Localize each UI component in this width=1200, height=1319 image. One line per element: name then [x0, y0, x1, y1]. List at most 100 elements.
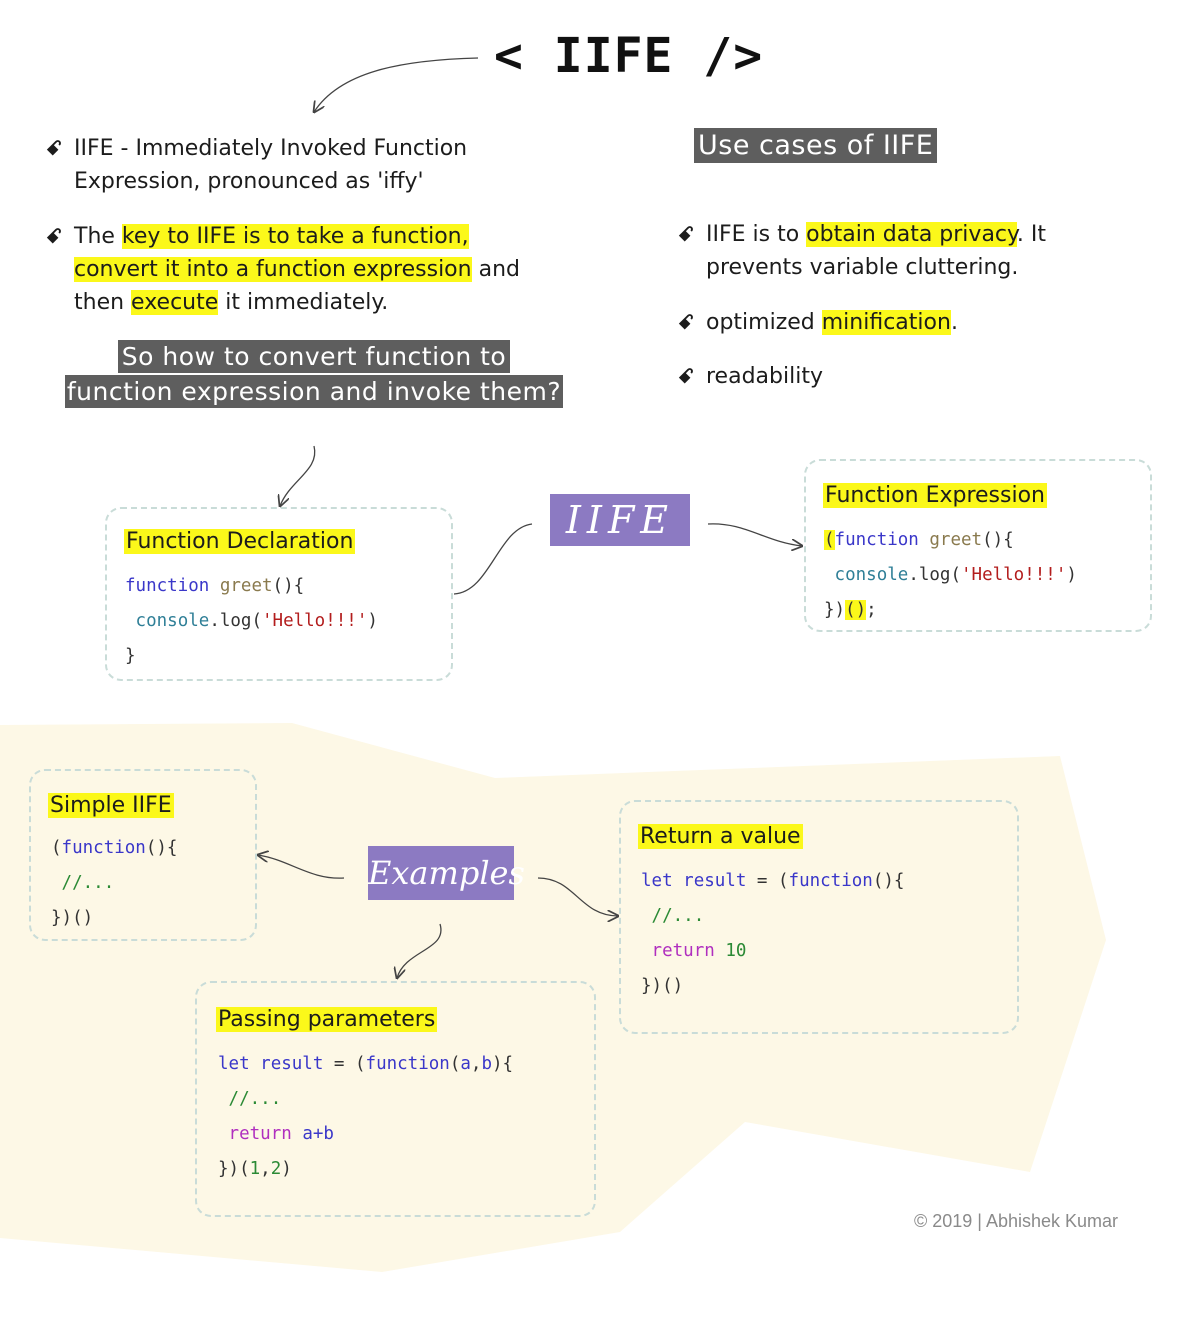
highlighted-text: minification [821, 310, 951, 335]
code-punct: ) [1066, 565, 1077, 585]
highlighted-code: ( [824, 530, 835, 550]
text-segment: prevents variable cluttering. [706, 255, 1019, 280]
copyright: © 2019 | Abhishek Kumar [914, 1211, 1119, 1231]
page-title: < IIFE /> [494, 28, 764, 84]
code-function-name: greet [219, 576, 273, 596]
text-segment: . It [1016, 222, 1047, 247]
code-punct: } [125, 646, 136, 666]
question-label: So how to convert function to function e… [64, 340, 564, 408]
text-segment: it immediately. [218, 290, 389, 315]
code-param: a [460, 1054, 471, 1074]
definition-line: Expression, pronounced as 'iffy' [74, 169, 424, 194]
use-case-1: IIFE is to obtain data privacy. It preve… [706, 218, 1046, 284]
highlighted-text: key to IIFE is to take a function, [121, 224, 469, 249]
code-punct: })() [641, 976, 684, 996]
code-punct: }) [824, 600, 846, 620]
code-variable: result [683, 871, 747, 891]
code-object: console [834, 565, 909, 585]
code-punct: ) [367, 611, 378, 631]
code-punct: ) [281, 1159, 292, 1179]
code-string: 'Hello!!!' [961, 565, 1067, 585]
bullet-icon: ꗃ [46, 136, 62, 160]
card-title: Simple IIFE [48, 793, 174, 818]
text-segment: optimized [706, 310, 822, 335]
code-return: return [228, 1124, 292, 1144]
code-number: 2 [270, 1159, 282, 1179]
code-punct: (){ [872, 871, 905, 891]
highlighted-text: execute [131, 290, 219, 315]
card-title: Function Declaration [124, 529, 356, 554]
code-block: (function greet(){ console.log('Hello!!!… [824, 523, 1077, 628]
text-segment: The [74, 224, 122, 249]
highlighted-text: convert it into a function expression [74, 257, 472, 282]
question-line-1: So how to convert function to [117, 340, 511, 373]
use-cases-heading: Use cases of IIFE [694, 128, 938, 163]
code-punct: (){ [145, 838, 178, 858]
code-block: function greet(){ console.log('Hello!!!'… [125, 569, 378, 674]
code-punct: , [470, 1054, 482, 1074]
code-block: (function(){ //... })() [51, 831, 177, 936]
definition-line: IIFE - Immediately Invoked Function [74, 136, 468, 161]
use-case-3: readability [706, 364, 823, 389]
bullet-icon: ꗃ [46, 224, 62, 248]
question-line-2: function expression and invoke them? [64, 375, 564, 408]
iife-label: IIFE [550, 494, 690, 546]
arrow-examples-to-params [397, 923, 442, 978]
code-punct: })( [218, 1159, 250, 1179]
code-keyword: let [218, 1054, 250, 1074]
bullet-icon: ꗃ [678, 310, 694, 334]
text-segment: then [74, 290, 132, 315]
code-return: return [651, 941, 715, 961]
highlighted-text: obtain data privacy [806, 222, 1017, 247]
arrow-title-to-definition [314, 57, 479, 112]
simple-iife-card: Simple IIFE (function(){ //... })() [29, 769, 257, 941]
code-keyword: let [641, 871, 673, 891]
code-keyword: function [61, 838, 146, 858]
code-expression: a+b [302, 1124, 334, 1144]
definition-bullet-1: IIFE - Immediately Invoked Function Expr… [74, 132, 467, 198]
code-punct: = ( [746, 871, 789, 891]
card-title: Function Expression [823, 483, 1047, 508]
examples-label: Examples [368, 846, 525, 900]
code-punct: })() [51, 908, 94, 928]
code-block: let result = (function(a,b){ //... retur… [218, 1047, 513, 1187]
code-comment: //... [61, 873, 115, 893]
code-punct: ){ [492, 1054, 514, 1074]
function-expression-card: Function Expression (function greet(){ c… [804, 459, 1152, 632]
code-param: b [481, 1054, 493, 1074]
code-punct: = ( [323, 1054, 366, 1074]
passing-parameters-card: Passing parameters let result = (functio… [195, 981, 596, 1217]
code-comment: //... [228, 1089, 282, 1109]
arrow-question-to-declaration [280, 445, 316, 506]
code-punct: (){ [982, 530, 1014, 550]
return-value-card: Return a value let result = (function(){… [619, 800, 1019, 1034]
text-segment: IIFE is to [706, 222, 807, 247]
arrow-declaration-to-iife [453, 523, 533, 595]
code-block: let result = (function(){ //... return 1… [641, 864, 904, 1004]
arrow-examples-to-return [537, 877, 618, 916]
code-punct: ( [449, 1054, 461, 1074]
code-string: 'Hello!!!' [262, 611, 368, 631]
code-keyword: function [125, 576, 210, 596]
code-keyword: function [365, 1054, 450, 1074]
bullet-icon: ꗃ [678, 222, 694, 246]
arrow-iife-to-expression [707, 523, 802, 546]
code-object: console [135, 611, 210, 631]
arrow-examples-to-simple [258, 855, 345, 879]
code-punct: , [260, 1159, 271, 1179]
code-comment: //... [651, 906, 705, 926]
code-method: .log( [908, 565, 961, 585]
text-segment: . [950, 310, 958, 335]
code-method: .log( [209, 611, 262, 631]
code-punct: (){ [272, 576, 305, 596]
card-title: Passing parameters [216, 1007, 438, 1032]
code-keyword: function [788, 871, 873, 891]
code-keyword: function [834, 530, 919, 550]
card-title: Return a value [638, 824, 803, 849]
definition-bullet-2: The key to IIFE is to take a function, c… [74, 220, 520, 319]
use-case-2: optimized minification. [706, 306, 958, 339]
code-variable: result [260, 1054, 324, 1074]
code-punct: ( [51, 838, 62, 858]
highlighted-code: () [845, 600, 867, 620]
